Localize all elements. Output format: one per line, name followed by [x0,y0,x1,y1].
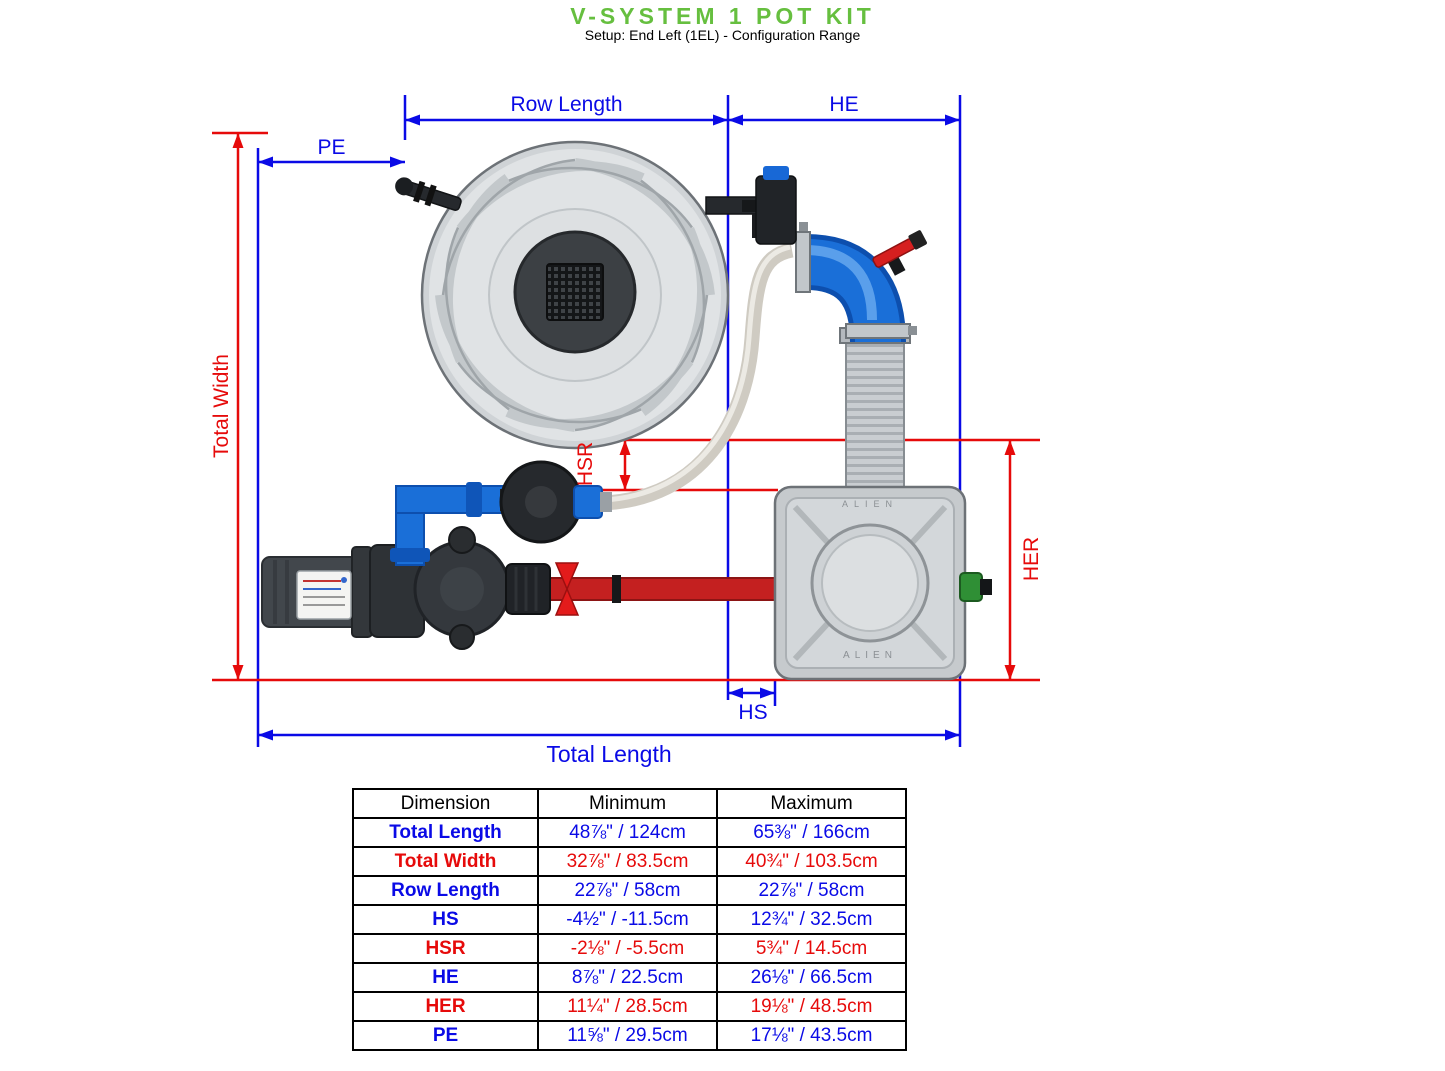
red-valve [554,587,580,616]
dimension-name: Total Width [352,846,539,877]
page-subtitle: Setup: End Left (1EL) - Configuration Ra… [584,27,861,43]
table-row: Row Length 22⅞" / 58cm 22⅞" / 58cm [352,875,907,906]
dimension-min: 32⅞" / 83.5cm [537,846,718,877]
dimension-name: HE [352,962,539,993]
round-pot [420,140,730,450]
top-fitting [705,166,797,245]
table-row: Total Width 32⅞" / 83.5cm 40¾" / 103.5cm [352,846,907,877]
corrugated-hose [839,327,911,501]
col-header-minimum: Minimum [537,788,718,819]
drain-fitting [959,572,983,602]
dimension-min: 22⅞" / 58cm [537,875,718,906]
dimension-max: 40¾" / 103.5cm [716,846,907,877]
pot-brand-text: ALIEN [843,650,897,661]
dimension-max: 22⅞" / 58cm [716,875,907,906]
dimension-min: 48⅞" / 124cm [537,817,718,848]
elbow-valve [872,230,927,276]
blue-elbow [795,222,917,343]
dimension-max: 65⅜" / 166cm [716,817,907,848]
row-length-label: Row Length [510,93,623,116]
hose-clamp [845,323,911,339]
table-row: HER 11¼" / 28.5cm 19⅛" / 48.5cm [352,991,907,1022]
pot-grille [546,263,604,321]
dimension-name: PE [352,1020,539,1051]
col-header-dimension: Dimension [352,788,539,819]
dimension-max: 5¾" / 14.5cm [716,933,907,964]
her-label: HER [1020,536,1043,582]
dimension-name: Total Length [352,817,539,848]
total-length-label: Total Length [546,741,672,767]
pe-label: PE [317,136,346,159]
red-pipe [547,562,779,616]
dimension-max: 26⅛" / 66.5cm [716,962,907,993]
outlet-fitting [505,563,551,615]
table-row: HE 8⅞" / 22.5cm 26⅛" / 66.5cm [352,962,907,993]
dimension-name: Row Length [352,875,539,906]
col-header-maximum: Maximum [716,788,907,819]
dimension-max: 12¾" / 32.5cm [716,904,907,935]
table-row: HSR -2⅛" / -5.5cm 5¾" / 14.5cm [352,933,907,964]
red-valve [554,562,580,591]
blue-pipe-horizontal [395,485,513,514]
dimension-name: HSR [352,933,539,964]
page-title: V-SYSTEM 1 POT KIT [570,3,875,29]
pot-brand-text: ALIEN [841,499,898,509]
dimension-table: Dimension Minimum Maximum Total Length 4… [352,788,907,1051]
left-fitting [395,177,462,211]
pump [261,460,612,650]
dimension-min: 11¼" / 28.5cm [537,991,718,1022]
hs-label: HS [738,701,768,724]
dimension-lines-blue [256,95,962,747]
dimension-name: HS [352,904,539,935]
square-pot [773,485,992,681]
dimension-min: -2⅛" / -5.5cm [537,933,718,964]
dimension-name: HER [352,991,539,1022]
supply-tube [603,242,794,511]
dimension-max: 17⅛" / 43.5cm [716,1020,907,1051]
table-row: HS -4½" / -11.5cm 12¾" / 32.5cm [352,904,907,935]
hsr-label: HSR [574,441,597,487]
table-row: Total Length 48⅞" / 124cm 65⅜" / 166cm [352,817,907,848]
dimension-max: 19⅛" / 48.5cm [716,991,907,1022]
table-header-row: Dimension Minimum Maximum [352,788,907,819]
hose-clamp [795,231,811,293]
table-row: PE 11⅝" / 29.5cm 17⅛" / 43.5cm [352,1020,907,1051]
pump-label [296,570,352,620]
he-label: HE [829,93,859,116]
dimension-min: 11⅝" / 29.5cm [537,1020,718,1051]
dimension-min: -4½" / -11.5cm [537,904,718,935]
total-width-label: Total Width [210,354,233,458]
dimension-min: 8⅞" / 22.5cm [537,962,718,993]
